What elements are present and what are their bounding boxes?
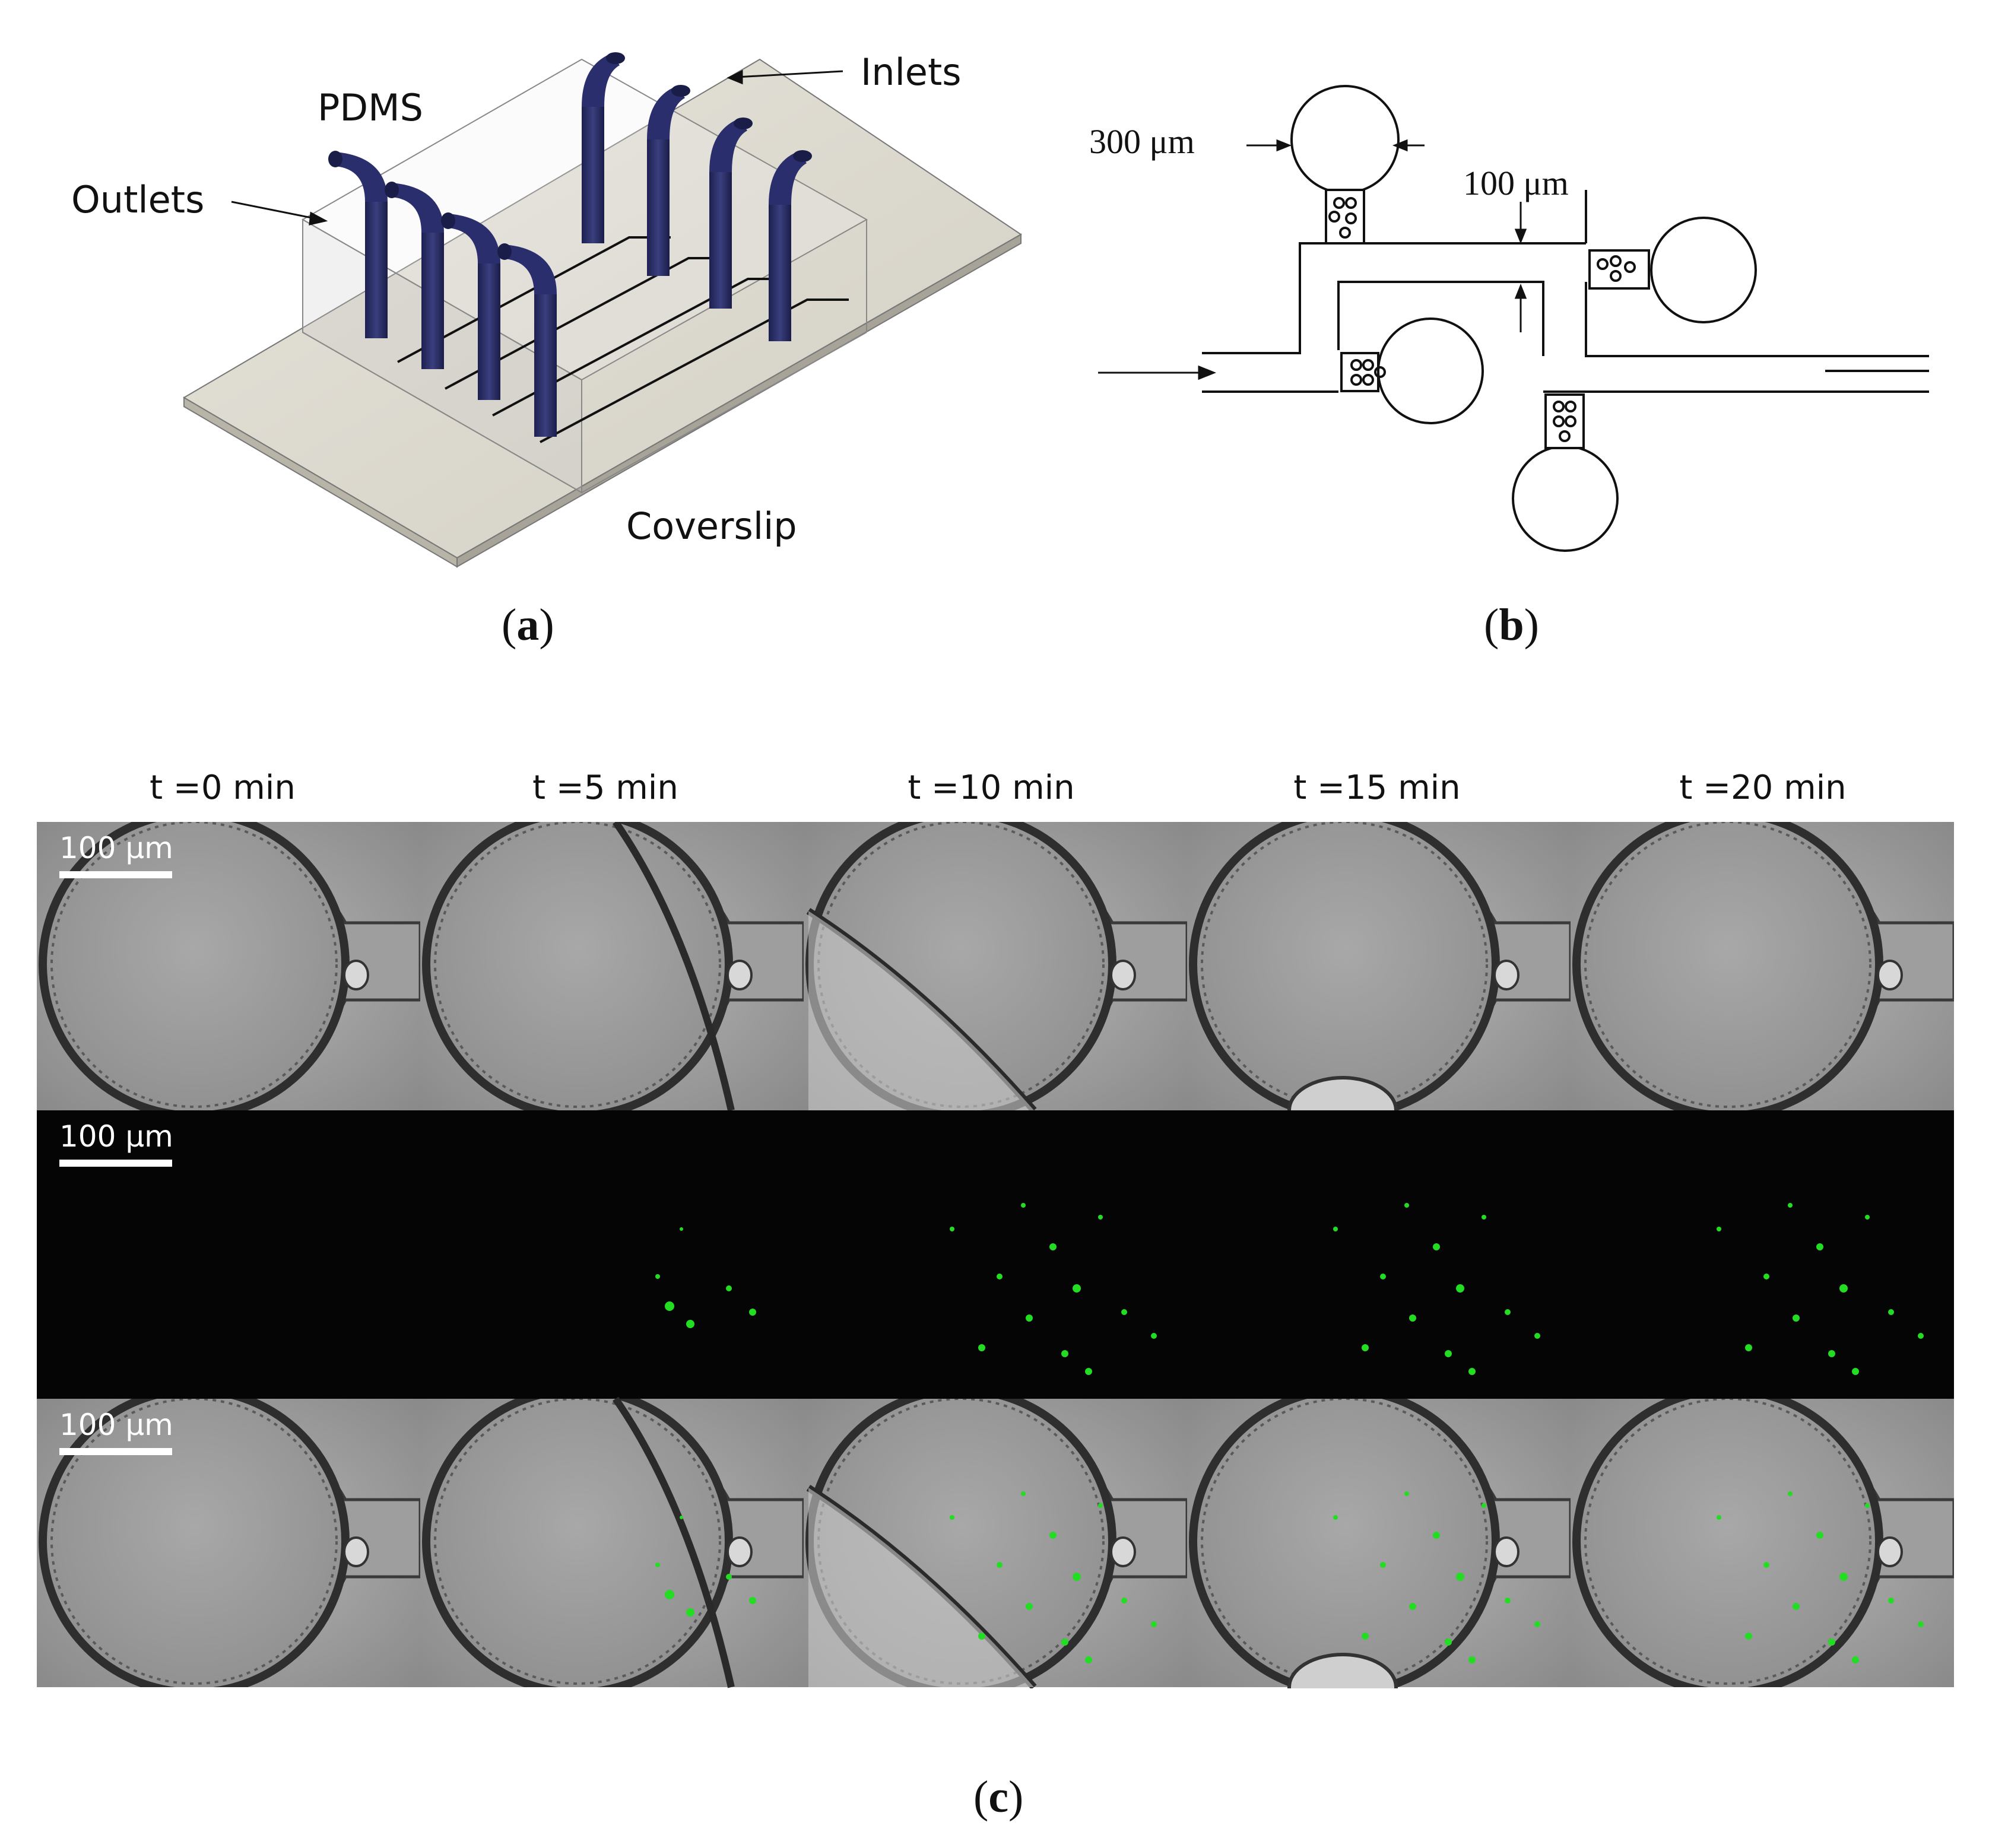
- time-label-15: t =15 min: [1293, 769, 1461, 807]
- row-brightfield: [37, 820, 1954, 1145]
- row-fluorescence: [37, 1110, 1954, 1399]
- outlets-label: Outlets: [71, 178, 205, 221]
- dim-100-label: 100 μm: [1463, 164, 1569, 202]
- time-label-5: t =5 min: [532, 769, 678, 807]
- coverslip-label: Coverslip: [626, 504, 797, 548]
- scale-bar-row3: [59, 1448, 172, 1455]
- scale-bar-row2: [59, 1160, 172, 1167]
- time-label-20: t =20 min: [1679, 769, 1847, 807]
- row-overlay: [37, 1396, 1954, 1722]
- microscopy-grid: [37, 820, 1954, 1722]
- time-label-10: t =10 min: [908, 769, 1075, 807]
- trap-channel-schematic: [1098, 85, 1929, 552]
- panel-b: [1080, 71, 1959, 570]
- scale-bar-label-row3: 100 μm: [59, 1408, 173, 1442]
- microscopy-images: [37, 820, 1954, 1722]
- outlet-tubes: [328, 151, 557, 437]
- time-label-0: t =0 min: [150, 769, 296, 807]
- inlets-label: Inlets: [861, 50, 962, 94]
- panel-b-caption: (b): [1484, 600, 1539, 650]
- pdms-label: PDMS: [318, 86, 423, 129]
- dim-300-label: 300 μm: [1089, 122, 1195, 161]
- panel-c-caption: (c): [973, 1772, 1024, 1822]
- inlet-tubes: [582, 52, 812, 341]
- scale-bar-row1: [59, 871, 172, 878]
- panel-a-caption: (a): [502, 600, 554, 650]
- microfluidic-device-illustration: [183, 52, 1022, 568]
- scale-bar-label-row1: 100 μm: [59, 831, 173, 865]
- scale-bar-label-row2: 100 μm: [59, 1119, 173, 1154]
- panel-a: [166, 24, 1057, 593]
